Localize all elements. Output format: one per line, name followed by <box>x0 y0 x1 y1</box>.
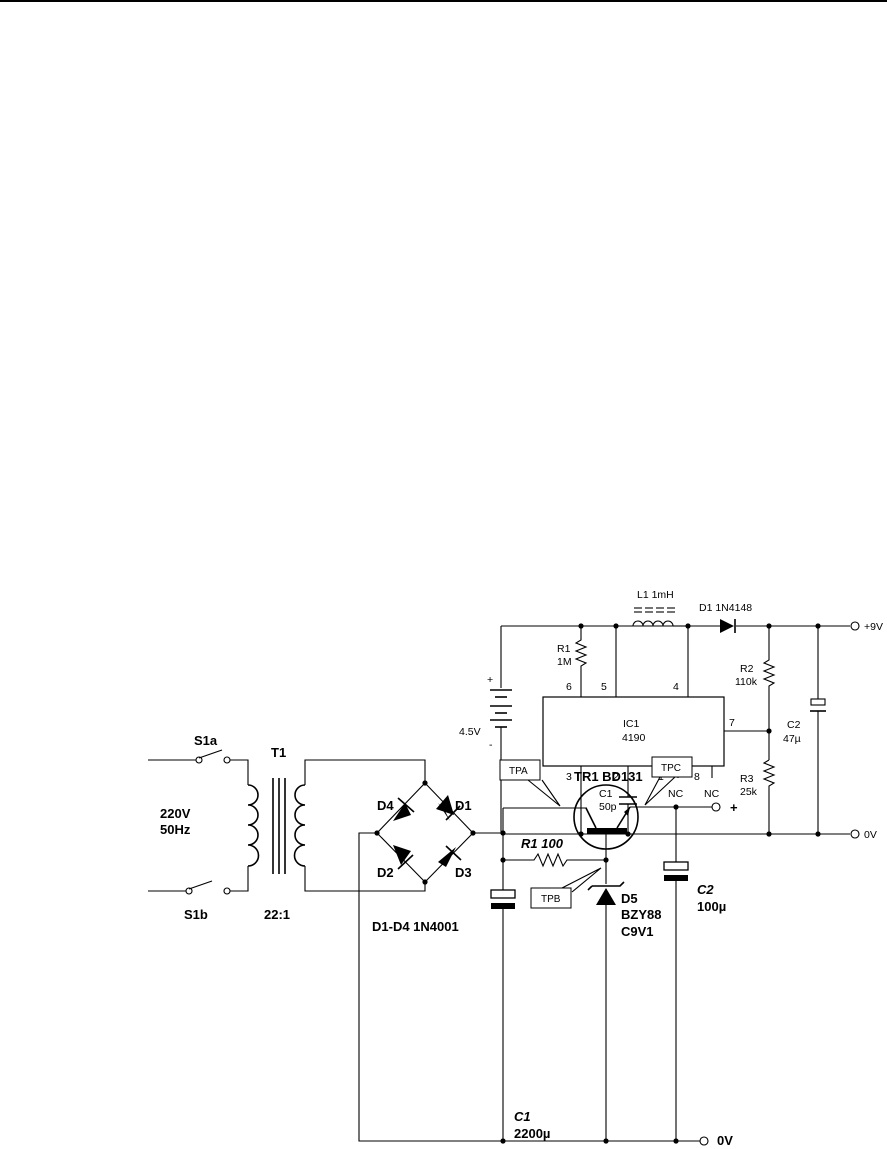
battery-symbol <box>490 689 512 728</box>
r3-name: R3 <box>740 773 754 785</box>
d4-label: D4 <box>377 798 394 813</box>
pin-5: 5 <box>601 681 607 693</box>
c1-value: 50p <box>599 801 617 813</box>
tpc-callout <box>644 756 693 806</box>
r1-name: R1 <box>557 643 571 655</box>
ic1-name: IC1 <box>623 718 640 730</box>
output-gnd-label: 0V <box>864 829 877 841</box>
r2-name: R2 <box>740 663 754 675</box>
battery-voltage: 4.5V <box>459 726 481 738</box>
c2-capacitor <box>663 861 689 871</box>
output-gnd-terminal <box>850 829 860 839</box>
r1-resistor <box>503 852 605 868</box>
battery-plus: + <box>487 674 493 686</box>
c1-name: C1 <box>599 788 613 800</box>
ic1-box <box>542 696 725 767</box>
bridge-label: D1-D4 1N4001 <box>372 919 459 934</box>
t1-label: T1 <box>271 745 286 760</box>
tpa-callout <box>499 759 561 807</box>
r2-resistor <box>762 626 776 760</box>
c1-capacitor <box>490 889 516 899</box>
s1a-label: S1a <box>194 733 218 748</box>
transformer-t1 <box>247 759 426 892</box>
pin-3: 3 <box>566 771 572 783</box>
pin-7: 7 <box>729 717 735 729</box>
c1-value: 2200µ <box>514 1126 550 1141</box>
c2-name: C2 <box>787 719 801 731</box>
pin-4: 4 <box>673 681 679 693</box>
r3-value: 25k <box>740 786 758 798</box>
tpb-callout <box>530 867 602 909</box>
transistor-tr1 <box>573 784 712 884</box>
nc-pin1: NC <box>668 788 684 800</box>
c2-value: 47µ <box>783 733 801 745</box>
d5-part1: BZY88 <box>621 907 661 922</box>
nc-pin8: NC <box>704 788 720 800</box>
inductor-l1 <box>616 607 688 627</box>
pin-2: 2 <box>613 771 619 783</box>
diode-d1 <box>720 619 736 633</box>
pin-6: 6 <box>566 681 572 693</box>
r2-value: 110k <box>735 676 758 688</box>
r1-value: 1M <box>557 656 572 668</box>
tpb-label: TPB <box>541 894 561 905</box>
d5-part2: C9V1 <box>621 924 654 939</box>
d1-label: D1 <box>455 798 472 813</box>
tpa-label: TPA <box>509 766 528 777</box>
boost-converter-schematic: + 4.5V - R1 1M L1 1mH <box>459 589 883 841</box>
battery-minus: - <box>489 739 493 751</box>
tpc-label: TPC <box>661 763 681 774</box>
s1b-label: S1b <box>184 907 208 922</box>
c2-name: C2 <box>697 882 714 897</box>
psu-pos-terminal <box>711 802 721 812</box>
mains-voltage: 220V <box>160 806 191 821</box>
r1-resistor <box>574 626 588 697</box>
c2-capacitor <box>810 698 826 706</box>
c2-value: 100µ <box>697 899 726 914</box>
ratio-label: 22:1 <box>264 907 290 922</box>
ic1-part: 4190 <box>622 732 646 744</box>
output-pos-label: +9V <box>864 621 883 633</box>
d3-label: D3 <box>455 865 472 880</box>
mains-frequency: 50Hz <box>160 822 191 837</box>
diode-label: D1 1N4148 <box>699 602 752 614</box>
pin-8: 8 <box>694 771 700 783</box>
r3-resistor <box>762 759 776 834</box>
tr1-label: TR1 BD131 <box>574 769 643 784</box>
psu-pos-label: + <box>730 800 738 815</box>
d5-label: D5 <box>621 891 638 906</box>
output-pos-terminal <box>850 621 860 631</box>
inductor-label: L1 1mH <box>637 589 674 601</box>
power-supply-schematic: S1a S1b 220V 50Hz T1 22:1 <box>148 733 738 1148</box>
page-top-rule <box>0 0 887 2</box>
switch-s1a <box>148 749 249 785</box>
d2-label: D2 <box>377 865 394 880</box>
switch-s1b <box>148 866 249 895</box>
bridge-rectifier <box>376 782 474 883</box>
r1-label: R1 100 <box>521 836 564 851</box>
zener-d5 <box>587 881 625 1141</box>
psu-gnd-label: 0V <box>717 1133 733 1148</box>
c1-name: C1 <box>514 1109 531 1124</box>
psu-gnd-terminal <box>699 1136 709 1146</box>
